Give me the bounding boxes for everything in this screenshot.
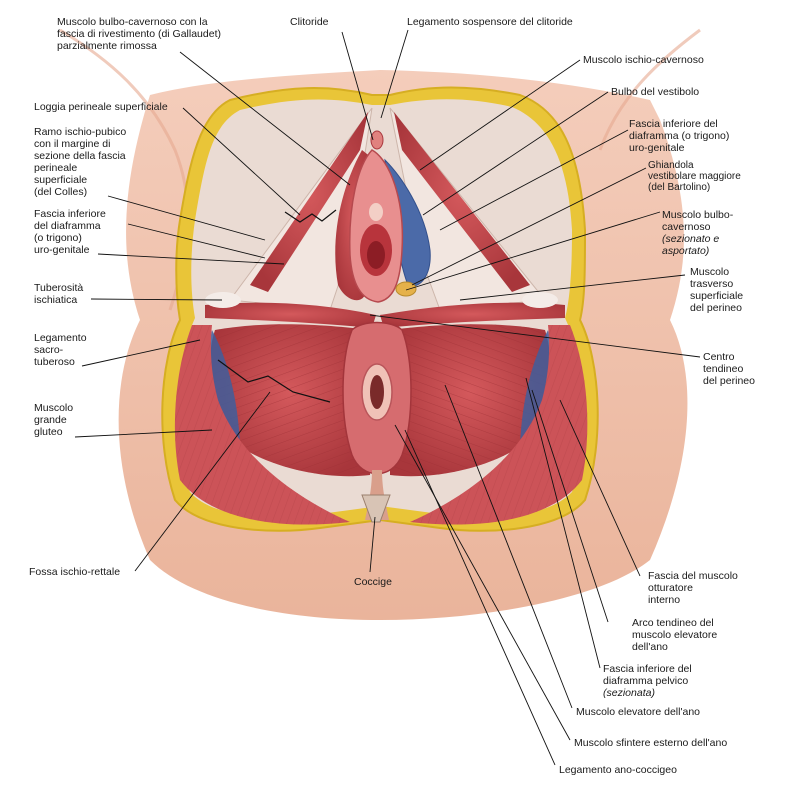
levator-right-fibers [390,324,550,477]
label-line: (del Colles) [34,186,88,198]
label-line: parzialmente rimossa [57,40,157,52]
label-grande-gluteo: Muscolo grande gluteo [34,402,73,438]
label-line: otturatore [648,582,693,594]
label-line: con il margine di [34,138,111,150]
tuberosita-right [522,292,558,308]
label-line: Centro [703,351,735,363]
label-line: sezione della fascia [34,150,126,162]
ischio-cavernoso-left [250,112,368,292]
label-line: ischiatica [34,294,78,306]
vaginal-opening-inner [367,241,385,269]
label-fossa-ischio-rettale: Fossa ischio-rettale [29,566,121,578]
label-line: diaframma pelvico [603,675,689,687]
label-line: tendineo [703,363,744,375]
gluteo-right-fibers [410,325,588,525]
label-line: Ghiandola [648,160,694,171]
clitoride-shape [370,130,384,150]
label-fascia-otturatore: Fascia del muscolo otturatore interno [648,570,738,606]
label-bulbocavernoso-sezionato: Muscolo bulbo- cavernoso (sezionato e as… [662,209,733,257]
label-line: diaframma (o trigono) [629,130,730,142]
trasverso-right [380,302,565,328]
label-line: asportato) [662,245,710,257]
label-line: Fascia inferiore del [629,118,718,130]
tuberosita-left [205,292,241,308]
label-line: Legamento [34,332,87,344]
skin-fold-right [598,28,701,151]
brace-loggia [284,209,337,223]
label-line: cavernoso [662,221,711,233]
label-line: Fascia inferiore [34,208,106,220]
label-line: del perineo [690,302,742,314]
leader-lines [74,29,701,766]
label-ramo-ischio-pubico: Ramo ischio-pubico con il margine di sez… [34,126,126,198]
anus [370,375,384,409]
label-line: del perineo [703,375,755,387]
label-line: uro-genitale [629,142,685,154]
brace-fossa [217,359,331,403]
label-line: superficiale [690,290,744,302]
label-fascia-inf-diaframma-right: Fascia inferiore del diaframma (o trigon… [629,118,729,154]
label-line: interno [648,594,681,606]
urethral-orifice [369,203,383,221]
label-line: Muscolo bulbo-cavernoso con la [57,16,208,28]
label-trasverso-superficiale: Muscolo trasverso superficiale del perin… [690,266,743,314]
label-arco-tendineo: Arco tendineo del muscolo elevatore dell… [632,617,717,653]
label-line: dell'ano [632,641,668,653]
trasverso-left [205,302,376,328]
label-line: uro-genitale [34,244,90,256]
ischio-cavernoso-right [394,112,530,292]
label-line: fascia di rivestimento (di Gallaudet) [57,28,221,40]
label-legamento-sospensore: Legamento sospensore del clitoride [407,16,573,28]
label-line: (del Bartolino) [648,182,711,193]
label-line: Fascia inferiore del [603,663,692,675]
label-line: superficiale [34,174,88,186]
label-ischio-cavernoso: Muscolo ischio-cavernoso [583,54,704,66]
otturatore-left [208,330,240,445]
label-line: perineale [34,162,78,174]
label-fascia-inf-diaframma-left: Fascia inferiore del diaframma (o trigon… [34,208,106,256]
label-line: Fascia del muscolo [648,570,738,582]
label-line: (sezionato e [662,233,720,245]
label-line: (o trigono) [34,232,82,244]
label-tuberosita-ischiatica: Tuberosità ischiatica [34,282,83,306]
label-bulbocavernoso-gallaudet: Muscolo bulbo-cavernoso con la fascia di… [57,16,221,52]
label-line: Tuberosità [34,282,84,294]
levator-left-fibers [210,324,370,477]
label-ano-coccigeo: Legamento ano-coccigeo [559,764,677,776]
coccige-shape [361,494,391,523]
label-line: tuberoso [34,356,75,368]
label-centro-tendineo: Centro tendineo del perineo [703,351,755,387]
label-loggia-perineale: Loggia perineale superficiale [34,101,168,113]
label-line: grande [34,414,67,426]
label-coccige: Coccige [354,576,392,588]
label-line: (sezionata) [603,687,655,699]
bartolino-gland [395,281,417,297]
label-line: Muscolo [34,402,74,414]
label-elevatore-ano: Muscolo elevatore dell'ano [576,706,700,718]
gluteo-left-fibers [174,325,350,525]
otturatore-right [520,330,552,445]
label-line: gluteo [34,426,63,438]
label-line: muscolo elevatore [632,629,718,641]
label-line: sacro- [34,344,64,356]
label-bulbo-vestibolo: Bulbo del vestibolo [611,86,700,98]
label-line: vestibolare maggiore [648,171,741,182]
label-clitoride: Clitoride [290,16,329,28]
label-line: del diaframma [34,220,101,232]
label-line: Muscolo [690,266,730,278]
label-sacrotuberoso: Legamento sacro- tuberoso [34,332,87,368]
label-fascia-pelvico: Fascia inferiore del diaframma pelvico (… [603,663,692,699]
label-line: Ramo ischio-pubico [34,126,127,138]
label-line: Muscolo bulbo- [662,209,734,221]
label-line: Arco tendineo del [632,617,714,629]
label-sfintere-esterno: Muscolo sfintere esterno dell'ano [574,737,728,749]
label-line: trasverso [690,278,734,290]
label-ghiandola-bartolino: Ghiandola vestibolare maggiore (del Bart… [648,160,741,193]
